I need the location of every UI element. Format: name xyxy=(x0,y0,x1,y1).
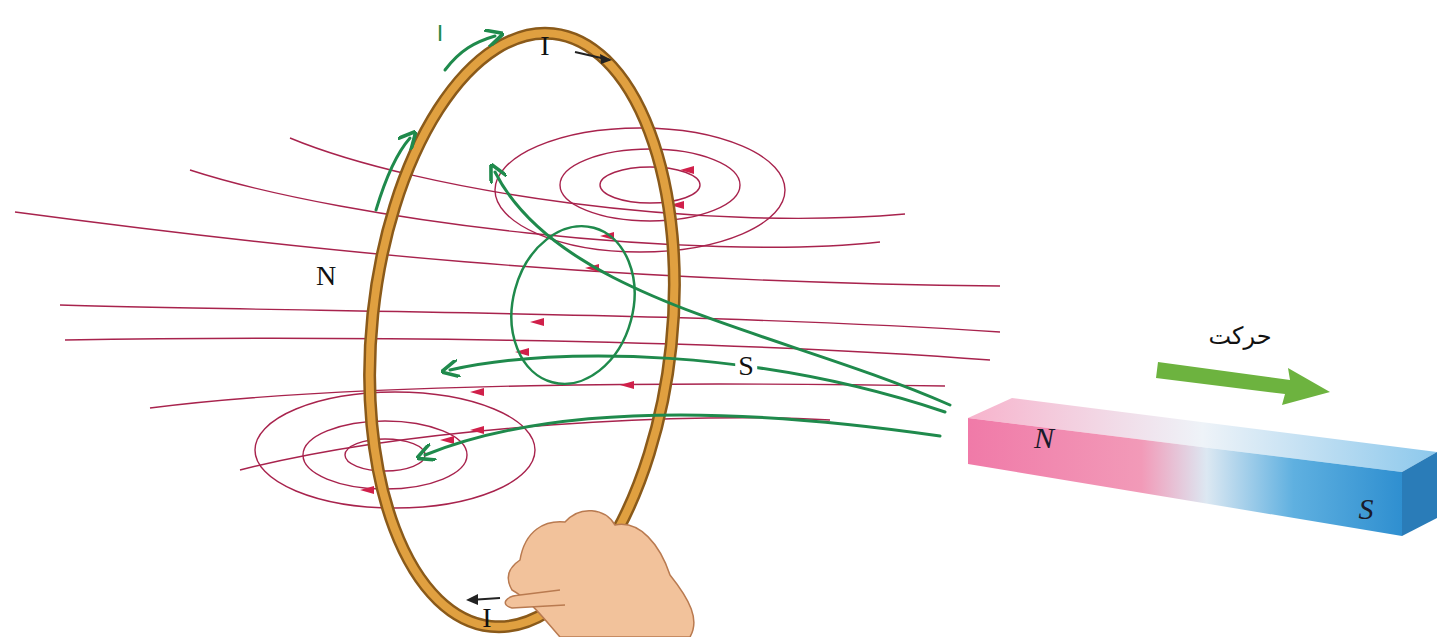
field-arrow xyxy=(470,388,484,396)
annotation-ellipse xyxy=(494,212,651,398)
current-label: I xyxy=(537,31,552,61)
pole-label: N xyxy=(313,261,339,291)
field-arrow xyxy=(440,436,454,444)
current-mark: I xyxy=(434,22,447,46)
magnet-front xyxy=(968,418,1402,536)
annotation-arrow xyxy=(425,415,940,455)
field-line xyxy=(65,338,990,360)
current-arrowhead xyxy=(600,54,612,64)
field-loop xyxy=(495,128,785,252)
field-line xyxy=(15,212,1000,286)
hand xyxy=(505,511,694,637)
pole-label: S xyxy=(735,351,757,381)
field-line xyxy=(60,305,1000,332)
field-arrow xyxy=(680,166,694,174)
field-loop xyxy=(345,439,425,471)
field-lines xyxy=(15,128,1000,508)
annotation-arrow xyxy=(450,356,945,412)
field-arrow xyxy=(620,381,634,389)
magnet-pole: S xyxy=(1359,494,1374,524)
motion-arrow xyxy=(1156,362,1330,405)
magnet-pole: N xyxy=(1034,423,1054,453)
wire-loop-edge xyxy=(342,18,703,637)
bar-magnet: NS xyxy=(962,390,1437,540)
field-loop xyxy=(255,392,535,508)
annotation-arrow xyxy=(495,172,950,405)
annotation-arrow xyxy=(445,36,495,70)
field-line xyxy=(150,384,945,408)
field-loop xyxy=(560,149,740,221)
magnet-end xyxy=(1402,452,1437,536)
current-label: I xyxy=(479,603,494,633)
field-line xyxy=(190,170,880,247)
annotation-arrow xyxy=(376,138,410,210)
field-arrow xyxy=(470,426,484,434)
annotations xyxy=(376,36,950,455)
hand-thumb xyxy=(505,590,565,608)
field-arrow xyxy=(360,486,374,494)
hand-shape xyxy=(508,511,694,637)
current-arrowhead xyxy=(466,594,478,605)
field-loop xyxy=(600,167,700,203)
field-arrow xyxy=(530,318,544,326)
wire-loop xyxy=(342,18,703,637)
field-line xyxy=(290,138,905,218)
motion-label: حرکت xyxy=(1205,323,1274,349)
